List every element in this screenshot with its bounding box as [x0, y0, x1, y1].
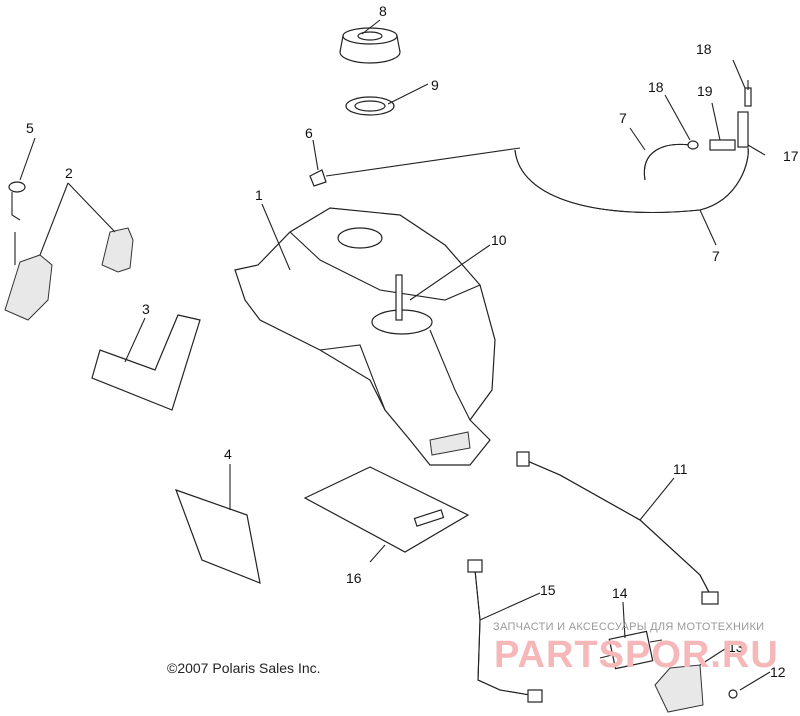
vent-valve-part [687, 80, 752, 151]
callout-7-lower: 7 [712, 248, 720, 264]
callout-17: 17 [783, 148, 799, 164]
leader-lines [19, 19, 771, 691]
fuel-pump-part [395, 274, 403, 321]
vent-fitting-part [309, 147, 521, 187]
callout-18-top: 18 [696, 41, 712, 57]
callout-2: 2 [65, 165, 73, 181]
callout-7-upper: 7 [619, 110, 627, 126]
pad-part [174, 489, 261, 584]
callout-18-left: 18 [648, 79, 664, 95]
callout-13: 13 [728, 639, 744, 655]
copyright-text: ©2007 Polaris Sales Inc. [167, 660, 321, 676]
callout-14: 14 [612, 585, 628, 601]
fastener-part [8, 181, 26, 265]
callout-19: 19 [697, 83, 713, 99]
heat-shield-part [91, 314, 201, 411]
callout-9: 9 [431, 77, 439, 93]
callout-15: 15 [540, 582, 556, 598]
screw-part [728, 689, 738, 699]
callout-10: 10 [491, 232, 507, 248]
callout-12: 12 [770, 664, 786, 680]
lower-fuel-line-part [467, 559, 543, 703]
callout-16: 16 [346, 570, 362, 586]
mat-part [303, 466, 470, 553]
callout-11: 11 [673, 461, 688, 477]
callout-8: 8 [379, 3, 387, 19]
callout-1: 1 [255, 187, 263, 203]
fuel-filter-part [599, 630, 663, 670]
watermark-brand: PARTSPOR.RU [494, 634, 779, 676]
callout-4: 4 [224, 446, 232, 462]
bracket-parts [4, 227, 134, 321]
callout-3: 3 [142, 301, 150, 317]
filter-bracket-part [654, 664, 704, 713]
fuel-tank-part [234, 207, 496, 466]
watermark-subtitle: ЗАПЧАСТИ И АКСЕССУАРЫ ДЛЯ МОТОТЕХНИКИ [493, 621, 765, 633]
fuel-cap-part [339, 27, 401, 64]
cap-gasket-part [345, 96, 395, 116]
callout-6: 6 [305, 125, 313, 141]
vent-hose-part [514, 143, 749, 214]
callout-5: 5 [26, 120, 34, 136]
